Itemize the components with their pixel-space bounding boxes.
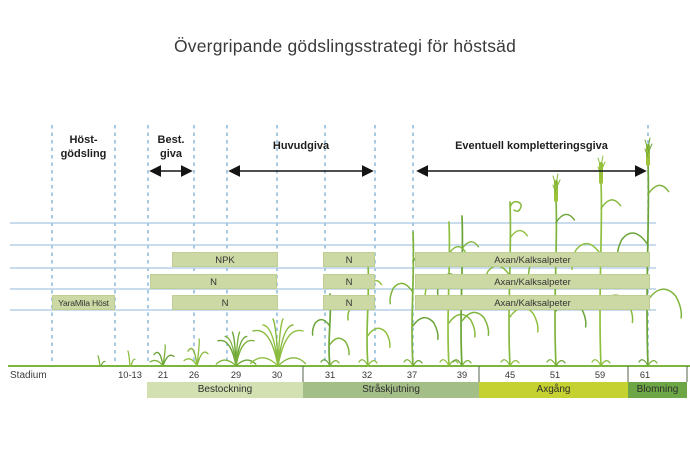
stage-band: Bestockning (147, 382, 303, 398)
phase-label-3: Eventuell kompletteringsgiva (455, 140, 608, 152)
stage-band: Axgång (479, 382, 628, 398)
phase-label-1: Best. giva (157, 134, 185, 160)
stage-band: Blomning (628, 382, 687, 398)
stadium-tick: 30 (271, 369, 283, 380)
product-bar: Axan/Kalksalpeter (415, 274, 650, 289)
product-bar: Axan/Kalksalpeter (415, 295, 650, 310)
stadium-tick: 26 (188, 369, 200, 380)
stadium-tick: 32 (361, 369, 373, 380)
stadium-tick: 10-13 (118, 369, 142, 380)
product-bar: YaraMila Höst (52, 295, 115, 310)
stadium-tick: 51 (549, 369, 561, 380)
product-bar: N (323, 252, 375, 267)
page-title: Övergripande gödslingsstrategi för hösts… (173, 36, 517, 56)
product-bar: N (323, 295, 375, 310)
stadium-tick: 61 (639, 369, 651, 380)
stage-band: Stråskjutning (303, 382, 479, 398)
stadium-tick: 37 (406, 369, 418, 380)
product-bar: N (150, 274, 277, 289)
grid-lines (8, 125, 690, 382)
axis-label: Stadium (10, 370, 47, 381)
stadium-tick: 29 (230, 369, 242, 380)
product-bar: Axan/Kalksalpeter (415, 252, 650, 267)
phase-label-2: Huvudgiva (272, 140, 330, 152)
stadium-tick: 59 (594, 369, 606, 380)
stadium-tick: 31 (324, 369, 336, 380)
stadium-tick: 39 (456, 369, 468, 380)
stadium-tick: 21 (157, 369, 169, 380)
stadium-tick: 45 (504, 369, 516, 380)
phase-label-0: Höst- gödsling (60, 134, 107, 160)
product-bar: N (172, 295, 278, 310)
product-bar: NPK (172, 252, 278, 267)
product-bar: N (323, 274, 375, 289)
